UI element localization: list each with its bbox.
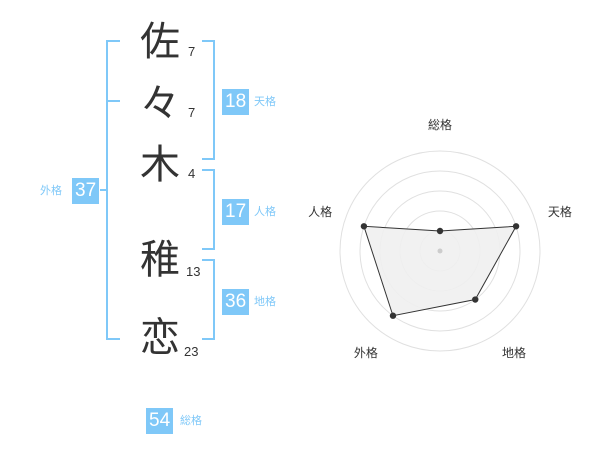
name-char-3: 木: [140, 142, 180, 188]
radar-center-dot: [437, 248, 443, 254]
radar-ring-4: [359, 170, 521, 332]
soukaku-label: 総格: [180, 414, 202, 427]
chikaku-value-badge: 36: [222, 289, 250, 315]
radar-area: [363, 225, 517, 317]
chikaku-label: 地格: [254, 295, 276, 308]
stroke-count-5: 23: [184, 344, 199, 359]
jinkaku-value-badge: 17: [222, 199, 250, 225]
radar-point: [472, 296, 479, 303]
name-char-4: 稚: [140, 237, 180, 283]
radar-axis-label: 外格: [354, 345, 378, 360]
radar-axis-label: 地格: [502, 345, 526, 360]
gaikaku-label: 外格: [40, 184, 62, 197]
tenkaku-bracket: [202, 40, 215, 160]
name-char-5: 恋: [140, 315, 180, 361]
radar-point: [512, 223, 520, 230]
gaikaku-value-badge: 37: [72, 178, 100, 204]
radar-axis-label: 天格: [548, 204, 572, 219]
tenkaku-label: 天格: [254, 95, 276, 108]
radar-point: [360, 223, 368, 230]
name-char-1: 佐: [140, 19, 180, 65]
chikaku-bracket: [202, 259, 215, 340]
soukaku-value-badge: 54: [146, 408, 174, 434]
name-char-2: 々: [140, 81, 180, 127]
jinkaku-bracket: [202, 169, 215, 250]
stroke-count-3: 4: [188, 166, 196, 181]
radar-point: [436, 227, 444, 235]
radar-axis-label: 人格: [308, 204, 332, 219]
stroke-count-1: 7: [188, 44, 196, 59]
jinkaku-label: 人格: [254, 205, 276, 218]
stroke-count-4: 13: [186, 264, 201, 279]
stroke-count-2: 7: [188, 105, 196, 120]
radar-series: [360, 223, 520, 319]
tenkaku-value-badge: 18: [222, 89, 250, 115]
radar-axis-label: 総格: [428, 117, 452, 132]
radar-point: [389, 312, 397, 319]
